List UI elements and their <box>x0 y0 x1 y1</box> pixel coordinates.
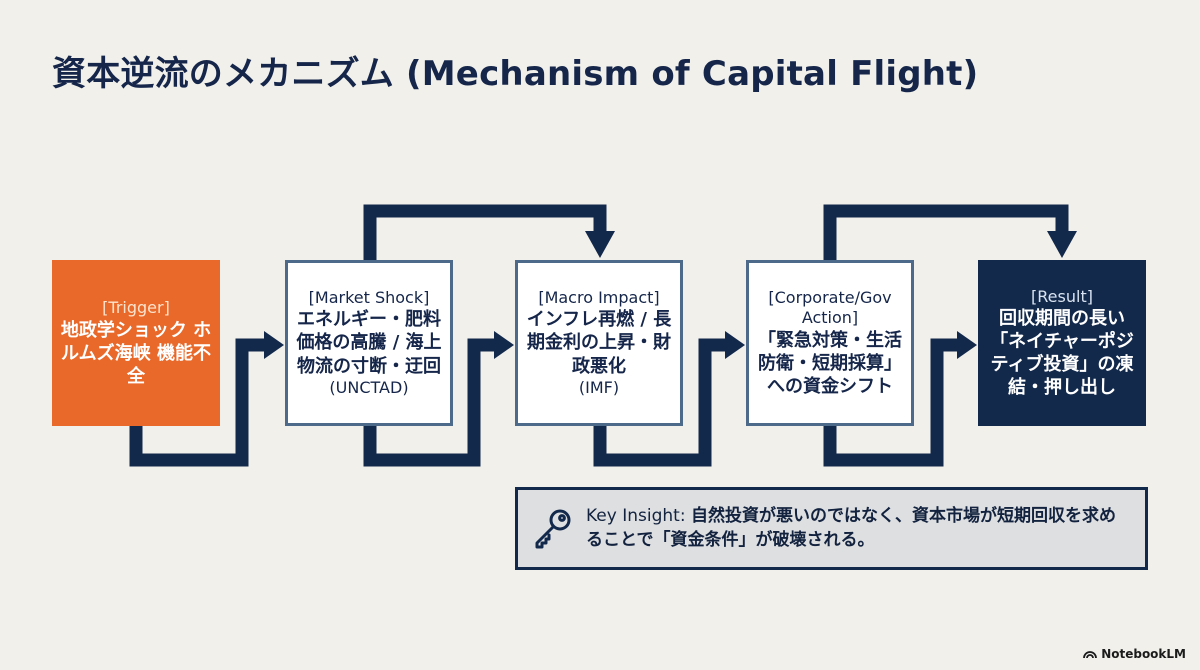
market-shock-source: (UNCTAD) <box>329 377 409 397</box>
connector-corporate-to-result-lower <box>823 338 958 467</box>
arrowhead-macro-left <box>494 331 514 359</box>
result-tag: [Result] <box>1031 286 1093 306</box>
key-insight-panel: Key Insight: 自然投資が悪いのではなく、資本市場が短期回収を求めるこ… <box>515 487 1148 570</box>
notebooklm-logo-icon <box>1083 651 1098 659</box>
market-shock-box: [Market Shock] エネルギー・肥料価格の高騰 / 海上物流の寸断・迂… <box>285 260 453 426</box>
result-box: [Result] 回収期間の長い「ネイチャーポジティブ投資」の凍結・押し出し <box>978 260 1146 426</box>
arrowhead-corporate <box>725 331 745 359</box>
connector-corporate-to-result-upper <box>823 204 1069 260</box>
brand-label: NotebookLM <box>1101 647 1186 661</box>
arrowhead-result-top <box>1047 231 1077 258</box>
trigger-tag: [Trigger] <box>102 298 170 318</box>
connector-market-to-macro-upper <box>363 204 607 260</box>
corporate-gov-action-box: [Corporate/Gov Action] 「緊急対策・生活防衛・短期採算」へ… <box>746 260 914 426</box>
corporate-gov-action-tag: [Corporate/Gov Action] <box>768 287 892 328</box>
market-shock-tag: [Market Shock] <box>308 287 430 307</box>
corporate-gov-action-text: 「緊急対策・生活防衛・短期採算」への資金シフト <box>758 329 902 397</box>
key-icon <box>535 509 571 548</box>
key-insight-text: Key Insight: 自然投資が悪いのではなく、資本市場が短期回収を求めるこ… <box>586 505 1126 553</box>
key-insight-body: 自然投資が悪いのではなく、資本市場が短期回収を求めることで「資金条件」が破壊され… <box>586 505 1116 550</box>
key-insight-lead: Key Insight: <box>586 505 691 526</box>
market-shock-text: エネルギー・肥料価格の高騰 / 海上物流の寸断・迂回 <box>296 309 442 377</box>
notebooklm-brand: NotebookLM <box>1083 647 1186 661</box>
macro-impact-box: [Macro Impact] インフレ再燃 / 長期金利の上昇・財政悪化 (IM… <box>515 260 683 426</box>
trigger-box: [Trigger] 地政学ショック ホルムズ海峡 機能不全 <box>52 260 220 426</box>
connector-trigger-to-market <box>129 338 265 467</box>
macro-impact-tag: [Macro Impact] <box>538 287 660 307</box>
trigger-text: 地政学ショック ホルムズ海峡 機能不全 <box>60 319 212 387</box>
macro-impact-source: (IMF) <box>578 377 620 397</box>
macro-impact-text: インフレ再燃 / 長期金利の上昇・財政悪化 <box>526 309 672 377</box>
page-title: 資本逆流のメカニズム (Mechanism of Capital Flight) <box>52 54 979 94</box>
arrowhead-macro-top <box>585 231 615 258</box>
result-text: 回収期間の長い「ネイチャーポジティブ投資」の凍結・押し出し <box>990 308 1134 399</box>
arrowhead-result-left <box>957 331 977 359</box>
connector-macro-to-corporate <box>593 338 726 467</box>
connector-market-to-macro-lower <box>363 338 495 467</box>
arrowhead-market <box>264 331 284 359</box>
